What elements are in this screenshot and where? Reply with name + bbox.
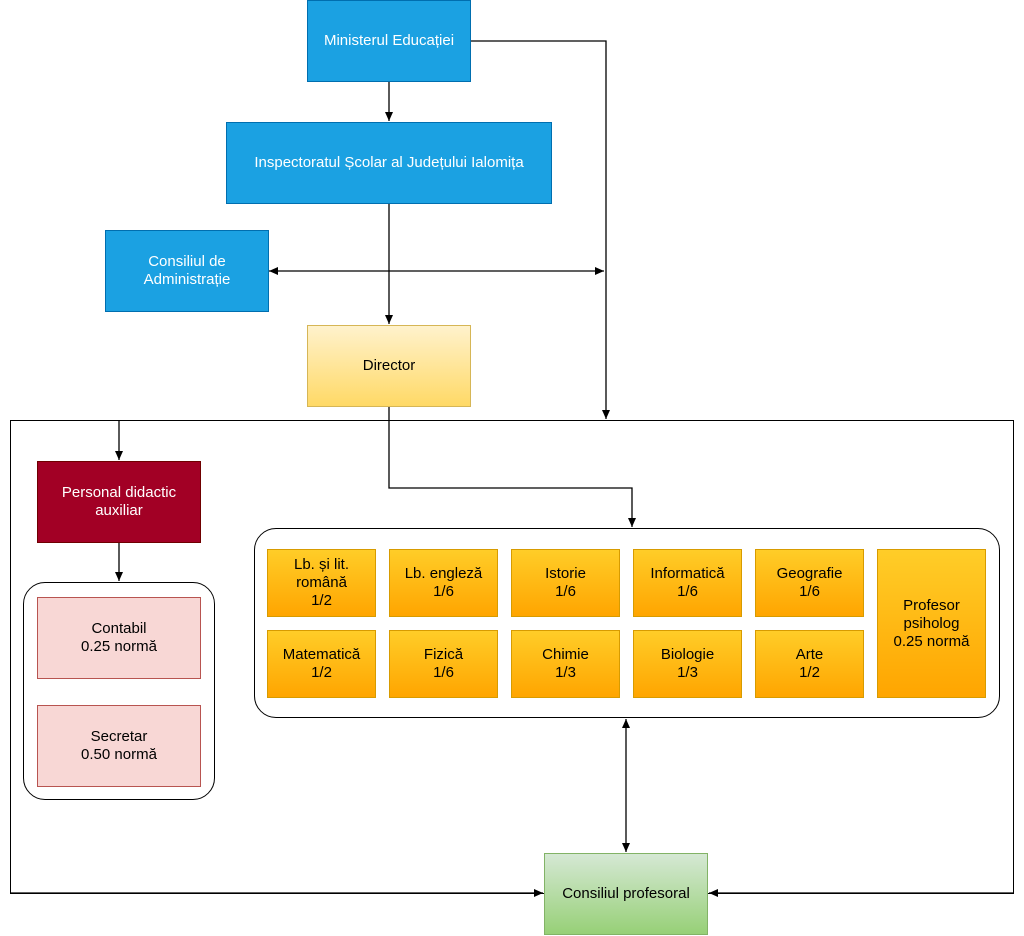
director-label: Director (362, 357, 416, 374)
secretary-node[interactable]: Secretar 0.50 normă (37, 705, 201, 787)
secretary-label: Secretar 0.50 normă (81, 728, 157, 763)
arrow-ministry-to-school (471, 40, 610, 419)
auxiliary-staff-label: Personal didactic auxiliar (61, 484, 177, 519)
subject-geography[interactable]: Geografie 1/6 (755, 549, 864, 617)
subject-history[interactable]: Istorie 1/6 (511, 549, 620, 617)
subjects-group (254, 528, 1000, 718)
subject-english[interactable]: Lb. engleză 1/6 (389, 549, 498, 617)
psychologist-node[interactable]: Profesor psiholog 0.25 normă (877, 549, 986, 698)
subject-label: Informatică 1/6 (650, 565, 725, 600)
subject-biology[interactable]: Biologie 1/3 (633, 630, 742, 698)
ministry-label: Ministerul Educației (323, 32, 455, 49)
ministry-node[interactable]: Ministerul Educației (307, 0, 471, 82)
subject-label: Fizică 1/6 (423, 646, 464, 681)
subject-chemistry[interactable]: Chimie 1/3 (511, 630, 620, 698)
subject-arts[interactable]: Arte 1/2 (755, 630, 864, 698)
psychologist-label: Profesor psiholog 0.25 normă (893, 596, 970, 650)
admin-council-label: Consiliul de Administrație (143, 253, 231, 288)
inspectorate-node[interactable]: Inspectoratul Școlar al Județului Ialomi… (226, 122, 552, 204)
director-node[interactable]: Director (307, 325, 471, 407)
teachers-council-node[interactable]: Consiliul profesoral (544, 853, 708, 935)
subject-label: Arte 1/2 (795, 646, 824, 681)
subject-label: Geografie 1/6 (776, 565, 843, 600)
auxiliary-staff-node[interactable]: Personal didactic auxiliar (37, 461, 201, 543)
subject-label: Chimie 1/3 (542, 646, 589, 681)
accountant-label: Contabil 0.25 normă (81, 620, 157, 655)
subject-label: Lb. engleză 1/6 (404, 565, 483, 600)
auxiliary-members-group (23, 582, 215, 800)
subject-physics[interactable]: Fizică 1/6 (389, 630, 498, 698)
subject-label: Matematică 1/2 (282, 646, 361, 681)
teachers-council-label: Consiliul profesoral (562, 885, 690, 902)
school-frame (10, 420, 1014, 894)
subject-label: Biologie 1/3 (660, 646, 715, 681)
accountant-node[interactable]: Contabil 0.25 normă (37, 597, 201, 679)
subject-informatics[interactable]: Informatică 1/6 (633, 549, 742, 617)
subject-romanian[interactable]: Lb. și lit. română 1/2 (267, 549, 376, 617)
admin-council-node[interactable]: Consiliul de Administrație (105, 230, 269, 312)
subject-math[interactable]: Matematică 1/2 (267, 630, 376, 698)
subject-label: Lb. și lit. română 1/2 (293, 556, 350, 609)
subject-label: Istorie 1/6 (545, 565, 586, 600)
arrow-director-to-subjects (388, 407, 636, 527)
inspectorate-label: Inspectoratul Școlar al Județului Ialomi… (254, 154, 524, 171)
